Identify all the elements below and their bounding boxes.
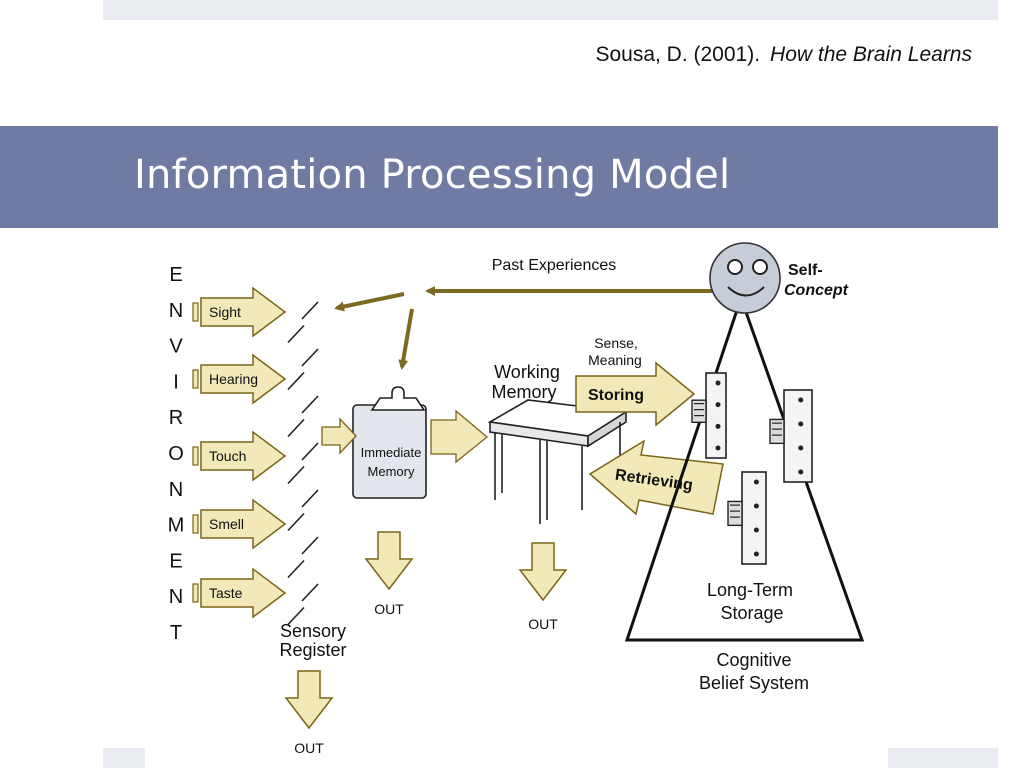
sense-label: Sight [209, 304, 241, 320]
register-slash [287, 606, 305, 626]
to-working-memory-arrow [430, 409, 489, 464]
out-label: OUT [374, 601, 404, 617]
citation-author: Sousa, D. (2001). [595, 43, 761, 66]
sense-arrow-hearing: Hearing [192, 353, 287, 405]
register-slash [301, 536, 319, 555]
bottom-decor-strip-left [103, 748, 145, 768]
register-slash [301, 489, 319, 508]
retrieving-arrow [588, 439, 724, 516]
out-arrow: OUT [518, 542, 568, 632]
immediate-memory-clipboard: Immediate Memory [352, 386, 427, 499]
environment-letter: M [168, 515, 185, 537]
environment-letter: V [169, 336, 183, 358]
immediate-memory-label-1: Immediate [361, 445, 422, 460]
out-label: OUT [528, 616, 558, 632]
environment-letter: E [169, 264, 182, 286]
long-term-storage-label-1: Long-Term [707, 580, 793, 600]
out-label: OUT [294, 740, 324, 756]
working-memory-table [487, 399, 629, 524]
out-arrows: OUT OUT OUT [284, 531, 568, 756]
self-concept-label-1: Self- [788, 262, 823, 279]
immediate-memory-label-2: Memory [368, 464, 415, 479]
register-slash [301, 348, 319, 367]
environment-letter: E [169, 550, 182, 572]
filing-cabinet-icon [769, 389, 813, 483]
citation-book: How the Brain Learns [770, 43, 972, 66]
sensory-register-label-1: Sensory [280, 621, 346, 641]
top-decor-strip [103, 0, 998, 20]
sense-arrow-taste: Taste [192, 567, 287, 619]
self-concept-smiley-icon [709, 242, 781, 314]
past-experiences-label: Past Experiences [492, 257, 617, 274]
cognitive-belief-label-1: Cognitive [716, 650, 791, 670]
filing-cabinet-icon [691, 372, 727, 459]
into-immediate-arrow [321, 417, 357, 455]
working-memory-label-2: Memory [491, 382, 556, 402]
register-slash [287, 324, 305, 344]
register-slash [301, 395, 319, 414]
working-memory-label-1: Working [494, 362, 560, 382]
feedback-to-sensory-arrow [334, 292, 405, 312]
sense-label: Hearing [209, 371, 258, 387]
storing-arrow [575, 361, 696, 427]
register-slash [301, 301, 319, 320]
sense-arrow-sight: Sight [192, 286, 287, 338]
out-arrow: OUT [364, 531, 414, 617]
sense-label: Touch [209, 448, 246, 464]
environment-letter: N [169, 300, 183, 322]
long-term-storage-label-2: Storage [720, 603, 783, 623]
out-arrow: OUT [284, 670, 334, 756]
feedback-to-immediate-arrow [398, 308, 414, 370]
environment-letter: N [169, 479, 183, 501]
register-slash [287, 512, 305, 532]
sensory-register-slashes [287, 301, 319, 626]
sense-arrow-smell: Smell [192, 498, 287, 550]
environment-letter: O [168, 443, 184, 465]
cognitive-belief-label-2: Belief System [699, 673, 809, 693]
environment-letter: I [173, 371, 179, 393]
citation: Sousa, D. (2001). How the Brain Learns [595, 43, 972, 67]
title-band: Information Processing Model [0, 126, 998, 228]
register-slash [287, 465, 305, 485]
bottom-decor-strip-right [888, 748, 998, 768]
register-slash [287, 418, 305, 438]
environment-letter: R [169, 407, 183, 429]
sense-arrow-touch: Touch [192, 430, 287, 482]
sense-meaning-label-1: Sense, [594, 335, 638, 351]
sense-meaning-label-2: Meaning [588, 352, 642, 368]
register-slash [301, 442, 319, 461]
filing-cabinets [691, 372, 813, 565]
register-slash [287, 559, 305, 579]
filing-cabinet-icon [727, 471, 767, 565]
register-slash [301, 583, 319, 602]
self-concept-label-2: Concept [784, 282, 849, 299]
sense-label: Taste [209, 585, 243, 601]
sensory-register-label-2: Register [279, 640, 346, 660]
slide-title: Information Processing Model [134, 152, 731, 198]
storing-label: Storing [588, 387, 644, 404]
sense-label: Smell [209, 516, 244, 532]
environment-letter: N [169, 586, 183, 608]
register-slash [287, 371, 305, 391]
environment-letter: T [170, 622, 182, 644]
